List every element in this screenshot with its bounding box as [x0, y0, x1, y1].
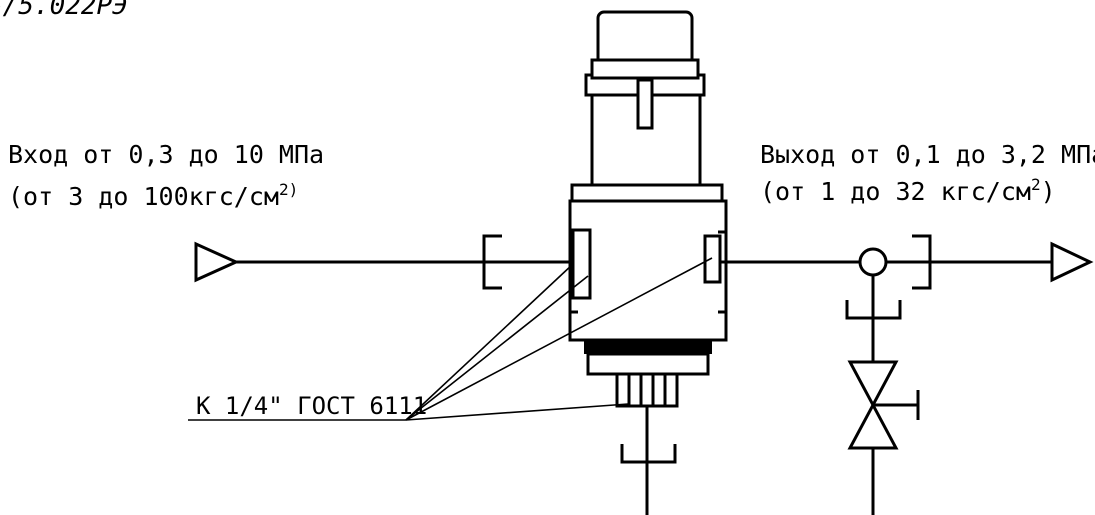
- regulator-body: [568, 10, 728, 408]
- valve-branch: [845, 275, 920, 515]
- thread-callout-leaders: [188, 257, 713, 421]
- inlet-connection-bracket: [482, 234, 502, 290]
- regulator-shoulder: [570, 183, 724, 203]
- header-fragment: …2.5/5.022РЭ: [0, 0, 128, 21]
- regulator-housing: [568, 199, 728, 342]
- regulator-base: [586, 352, 710, 376]
- outlet-pressure-kgf-label: (от 1 до 32 кгс/см2): [760, 175, 1056, 206]
- regulator-key-marker: [636, 78, 654, 130]
- bottom-line: [620, 406, 677, 515]
- inlet-pressure-label: Вход от 0,3 до 10 МПа: [8, 140, 324, 169]
- pressure-gauge-tap-icon: [858, 247, 888, 277]
- regulator-collar-ring: [590, 58, 700, 80]
- inlet-port: [571, 228, 592, 300]
- outlet-pressure-label: Выход от 0,1 до 3,2 МПа: [760, 140, 1095, 169]
- outlet-arrow-icon: [1050, 241, 1094, 283]
- branch-plug-bracket: [845, 300, 902, 320]
- inlet-arrow-icon: [194, 241, 240, 283]
- thread-callout-label: К 1/4" ГОСТ 6111: [196, 392, 427, 420]
- inlet-line: [194, 234, 573, 290]
- bottom-plug-bracket: [620, 444, 677, 464]
- outlet-connection-bracket: [912, 234, 932, 290]
- shutoff-valve-icon: [847, 360, 920, 450]
- inlet-pressure-kgf-label: (от 3 до 100кгс/см2): [8, 180, 298, 211]
- regulator-bottom-ring: [584, 340, 712, 354]
- outlet-line: [720, 234, 1094, 290]
- outlet-port: [703, 234, 722, 284]
- bottom-fitting: [615, 372, 679, 408]
